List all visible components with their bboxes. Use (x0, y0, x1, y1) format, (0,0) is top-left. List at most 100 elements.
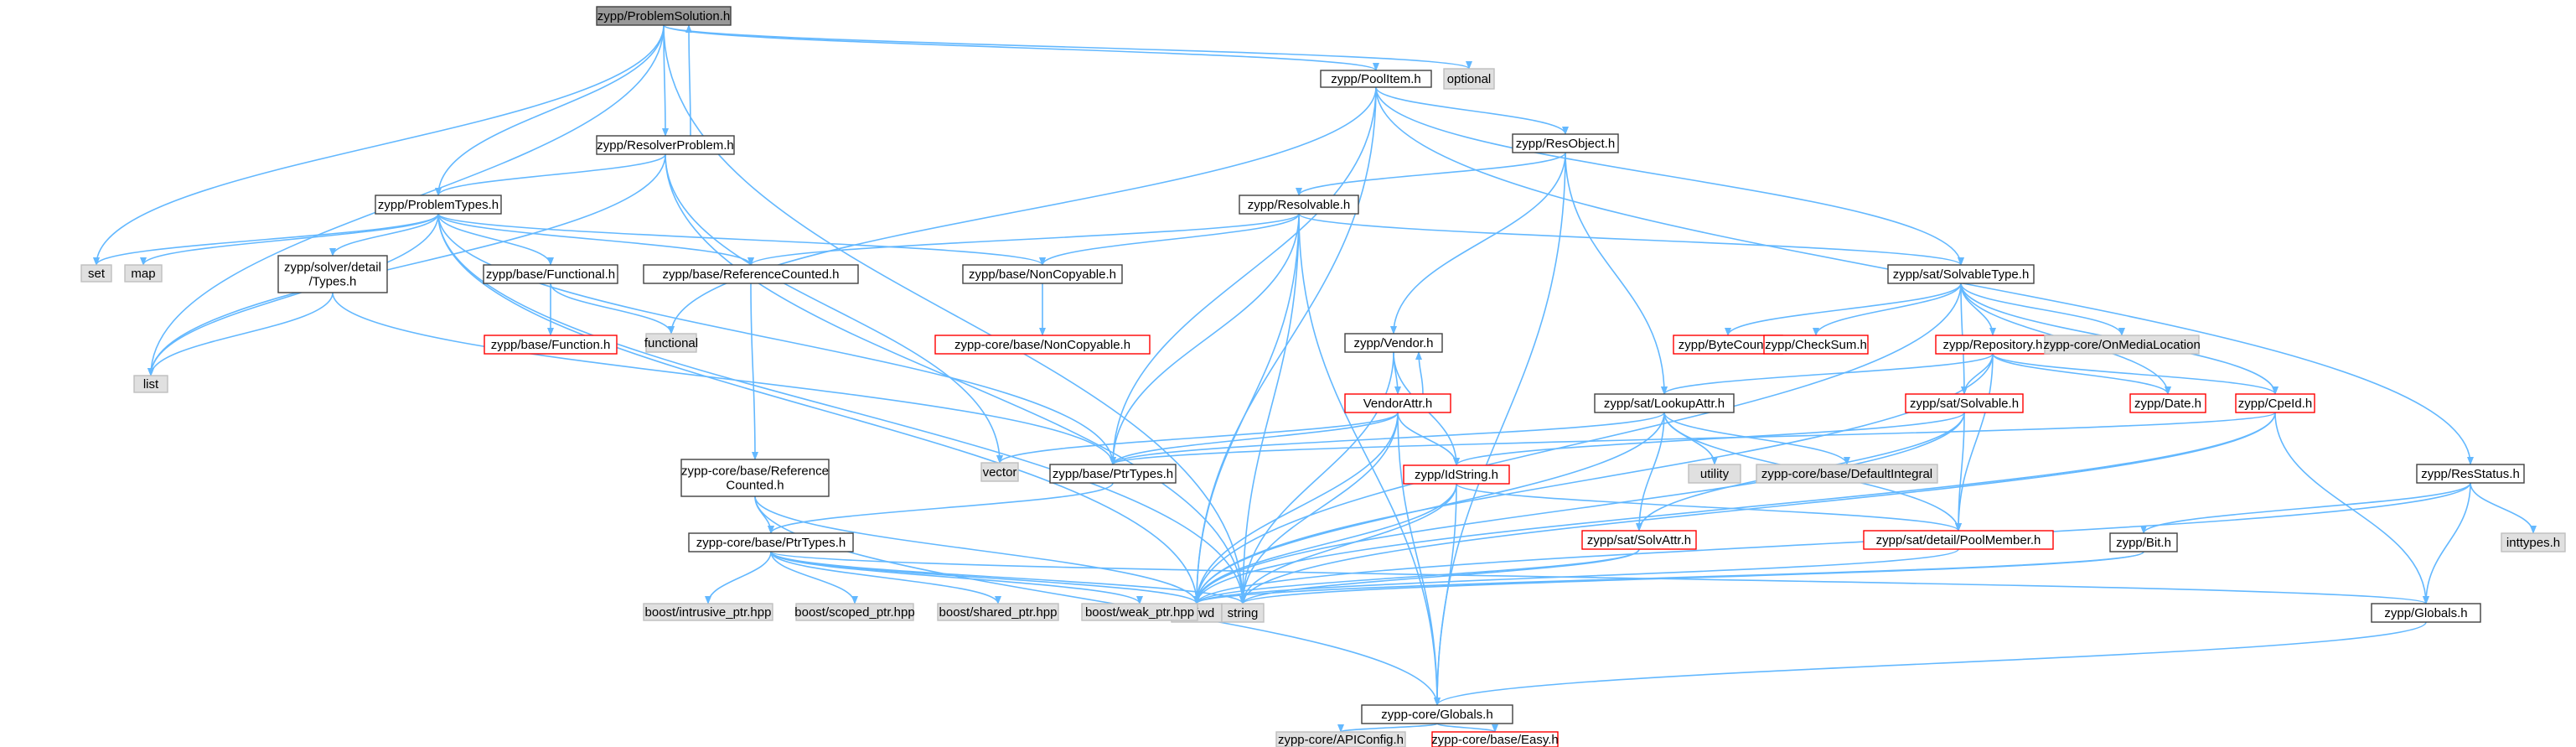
edge-n41-n45 (1456, 483, 1962, 532)
edge-n26-n23 (1110, 86, 1377, 465)
node-box-n48 (2109, 532, 2178, 552)
edge-n28-n29 (1296, 152, 1566, 196)
node-n10[interactable]: zypp-core/base/ReferenceCounted.h (680, 459, 830, 497)
node-n5[interactable]: zypp/solver/detail/Types.h (277, 255, 388, 293)
node-box-n35 (1594, 393, 1735, 413)
node-box-n27 (1443, 68, 1495, 90)
node-n30[interactable]: zypp/sat/SolvableType.h (1887, 264, 2035, 284)
edge-n48-n16 (1239, 551, 2144, 604)
edge-n15-n14 (770, 551, 1200, 604)
node-box-n7 (484, 335, 618, 355)
node-box-n10 (680, 459, 830, 497)
node-label-n10-0: zypp-core/base/Reference (681, 464, 829, 479)
node-n44[interactable]: zypp/sat/SolvAttr.h (1581, 530, 1697, 550)
node-n41[interactable]: zypp/IdString.h (1403, 464, 1510, 485)
node-box-n6 (483, 264, 618, 284)
node-n9[interactable]: zypp/base/ReferenceCounted.h (643, 264, 859, 284)
node-n2[interactable]: zypp/ProblemTypes.h (375, 195, 502, 215)
node-n7[interactable]: zypp/base/Function.h (484, 335, 618, 355)
edge-n30-n33 (1960, 283, 1996, 336)
edge-n29-n23 (1110, 213, 1300, 465)
node-n23[interactable]: zypp/base/PtrTypes.h (1049, 464, 1177, 484)
node-n20: boost/intrusive_ptr.hpp (643, 603, 773, 621)
node-box-n12 (1275, 731, 1406, 747)
node-label-n40-0: VendorAttr.h (1363, 397, 1433, 411)
node-box-n11 (1361, 704, 1513, 724)
node-label-n26-0: zypp/PoolItem.h (1331, 72, 1421, 86)
edge-n38-n23 (1110, 412, 2276, 465)
edge-n28-n39 (1390, 152, 1566, 335)
node-n46[interactable]: zypp/ResStatus.h (2416, 464, 2525, 484)
node-n32[interactable]: zypp/CheckSum.h (1763, 335, 1869, 355)
edge-n23-n15 (768, 482, 1114, 534)
node-label-n15-0: zypp-core/base/PtrTypes.h (696, 536, 846, 550)
node-n13[interactable]: zypp-core/base/Easy.h (1431, 731, 1559, 747)
edge-n40-n14 (1193, 412, 1399, 604)
node-n27: optional (1443, 68, 1495, 90)
node-n24[interactable]: zypp/ResolverProblem.h (596, 135, 735, 155)
node-label-n30-0: zypp/sat/SolvableType.h (1893, 267, 2030, 282)
node-label-n29-0: zypp/Resolvable.h (1248, 198, 1351, 212)
edge-n2-n21 (437, 213, 1046, 266)
edge-n0-n16 (663, 24, 1246, 604)
edge-n46-n49 (2423, 482, 2471, 604)
node-n29[interactable]: zypp/Resolvable.h (1239, 195, 1359, 215)
edge-n5-n23 (332, 292, 1116, 465)
edge-n46-n47 (2470, 482, 2537, 534)
edge-n36-n45 (1955, 412, 1965, 532)
edge-n40-n23 (1110, 412, 1399, 465)
edge-n41-n11 (1434, 483, 1457, 706)
node-label-n42-0: utility (1700, 467, 1730, 481)
node-n26[interactable]: zypp/PoolItem.h (1320, 70, 1432, 88)
node-n0[interactable]: zypp/ProblemSolution.h (596, 6, 732, 26)
node-n40[interactable]: VendorAttr.h (1344, 393, 1451, 413)
node-box-n2 (375, 195, 502, 215)
node-n49[interactable]: zypp/Globals.h (2371, 603, 2481, 623)
node-box-n3 (80, 264, 112, 283)
edge-n15-n17 (770, 551, 858, 604)
node-n15[interactable]: zypp-core/base/PtrTypes.h (688, 532, 854, 552)
node-label-n23-0: zypp/base/PtrTypes.h (1053, 467, 1173, 481)
node-box-n25 (980, 462, 1019, 482)
node-label-n45-0: zypp/sat/detail/PoolMember.h (1876, 533, 2041, 547)
node-n31[interactable]: zypp/ByteCount.h (1673, 335, 1783, 355)
edge-n49-n11 (1434, 621, 2427, 706)
node-n35[interactable]: zypp/sat/LookupAttr.h (1594, 393, 1735, 413)
node-box-n38 (2235, 393, 2315, 413)
node-n21[interactable]: zypp/base/NonCopyable.h (962, 264, 1123, 284)
node-box-n32 (1763, 335, 1869, 355)
edge-n24-n2 (435, 153, 666, 196)
node-label-n5-0: zypp/solver/detail (284, 261, 381, 275)
node-box-n21 (962, 264, 1123, 284)
node-n25: vector (980, 462, 1019, 482)
node-n1: list (133, 375, 168, 393)
node-n48[interactable]: zypp/Bit.h (2109, 532, 2178, 552)
node-n22[interactable]: zypp-core/base/NonCopyable.h (934, 335, 1151, 355)
node-n33[interactable]: zypp/Repository.h (1935, 335, 2051, 355)
node-box-n36 (1905, 393, 2024, 413)
edge-n36-n14 (1193, 412, 1965, 604)
node-n28[interactable]: zypp/ResObject.h (1512, 133, 1619, 153)
node-n45[interactable]: zypp/sat/detail/PoolMember.h (1863, 530, 2054, 550)
node-n11[interactable]: zypp-core/Globals.h (1361, 704, 1513, 724)
edge-n24-n1 (147, 153, 666, 376)
node-label-n1-0: list (143, 377, 159, 392)
edge-n35-n44 (1636, 412, 1665, 532)
edge-n9-n10 (750, 283, 758, 460)
node-label-n6-0: zypp/base/Functional.h (486, 267, 615, 282)
node-n6[interactable]: zypp/base/Functional.h (483, 264, 618, 284)
node-box-n41 (1403, 464, 1510, 485)
node-label-n41-0: zypp/IdString.h (1415, 468, 1498, 482)
node-n38[interactable]: zypp/CpeId.h (2235, 393, 2315, 413)
node-label-n37-0: zypp/Date.h (2134, 397, 2201, 411)
node-n37[interactable]: zypp/Date.h (2129, 393, 2206, 413)
node-n36[interactable]: zypp/sat/Solvable.h (1905, 393, 2024, 413)
edge-n26-n8 (668, 86, 1377, 335)
node-label-n20-0: boost/intrusive_ptr.hpp (645, 605, 772, 620)
node-n39[interactable]: zypp/Vendor.h (1344, 333, 1443, 353)
node-box-n34 (2044, 335, 2200, 355)
node-n19: boost/weak_ptr.hpp (1081, 603, 1198, 621)
node-label-n34-0: zypp-core/OnMediaLocation (2043, 338, 2201, 352)
node-label-n36-0: zypp/sat/Solvable.h (1910, 397, 2019, 411)
node-box-n24 (596, 135, 735, 155)
